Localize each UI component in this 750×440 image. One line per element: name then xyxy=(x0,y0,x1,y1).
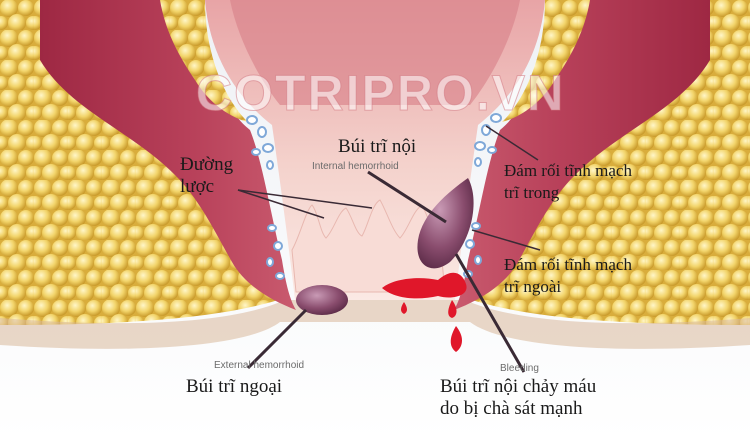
pointer-internal-hemorrhoid xyxy=(367,170,447,224)
pointer-dentate-line-2 xyxy=(237,189,373,209)
label-external-venous-plexus: Đám rối tĩnh mạch trĩ ngoài xyxy=(504,255,632,296)
rectal-lumen xyxy=(230,0,520,105)
label-bleeding-vi: Búi trĩ nội chảy máu do bị chà sát mạnh xyxy=(440,376,597,419)
sphincter-muscle-left xyxy=(40,0,296,310)
label-internal-venous-plexus: Đám rối tĩnh mạch trĩ trong xyxy=(504,161,632,202)
label-internal-hemorrhoid-vi: Búi trĩ nội xyxy=(338,136,417,157)
pointer-bleeding xyxy=(454,253,526,373)
label-bleeding-en: Bleeding xyxy=(500,363,539,374)
label-pointer-lines xyxy=(237,125,541,373)
inner-fat-right xyxy=(502,0,590,122)
pointer-external-hemorrhoid xyxy=(246,308,308,370)
pointer-dentate-line-1 xyxy=(237,189,325,219)
internal-hemorrhoid-mass xyxy=(417,178,474,269)
skin-band xyxy=(0,300,750,349)
internal-venous-plexus-left xyxy=(246,115,274,170)
pointer-internal-plexus xyxy=(485,125,539,161)
label-internal-hemorrhoid-en: Internal hemorrhoid xyxy=(312,161,399,172)
label-external-hemorrhoid-en: External hemorrhoid xyxy=(214,360,305,371)
label-dentate-line: Đường lược xyxy=(180,154,234,197)
external-venous-plexus-right xyxy=(463,222,482,278)
watermark: COTRIPRO.VN xyxy=(195,65,566,122)
external-venous-plexus-left xyxy=(266,224,285,280)
bleeding-blood xyxy=(382,272,467,352)
external-hemorrhoid-mass xyxy=(296,285,348,315)
pointer-external-plexus xyxy=(471,229,541,251)
label-external-hemorrhoid-vi: Búi trĩ ngoại xyxy=(186,376,283,397)
sphincter-muscle-right xyxy=(454,0,710,310)
inner-fat-left xyxy=(160,0,248,122)
